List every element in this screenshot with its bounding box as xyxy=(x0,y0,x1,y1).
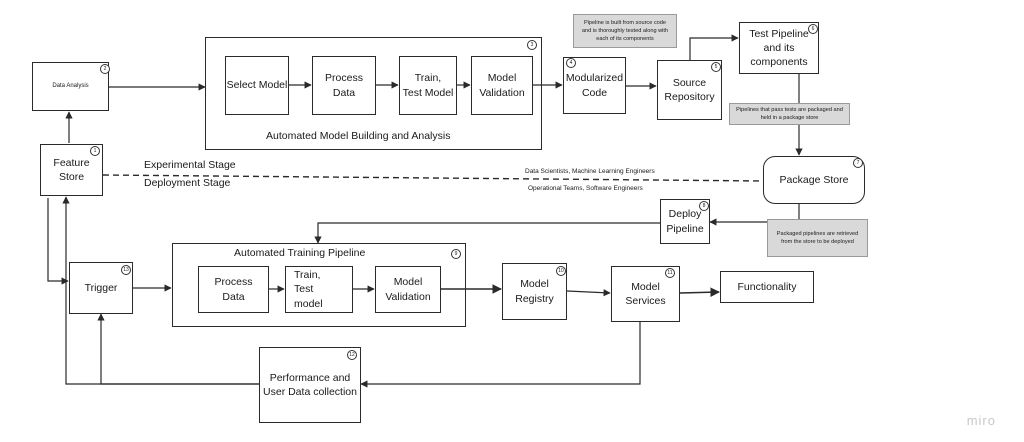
badge-performance: 12 xyxy=(347,350,357,360)
functionality-label: Functionality xyxy=(737,280,797,293)
experimental-roles-label: Data Scientists, Machine Learning Engine… xyxy=(525,168,655,175)
data-analysis-node: Data Analysis xyxy=(32,62,109,111)
process-data-bottom-label: Process Data xyxy=(214,276,253,303)
arrow-services-to-performance xyxy=(360,322,641,388)
test-pipeline-node: Test Pipeline and its components xyxy=(739,22,819,74)
badge-automated-training-pipeline: 9 xyxy=(451,249,461,259)
select-model-label: Select Model xyxy=(226,79,288,92)
stage-divider xyxy=(102,174,764,182)
arrow-registry-to-services xyxy=(566,289,611,297)
model-validation-bottom-label: Model Validation xyxy=(385,276,431,303)
package-store-label: Package Store xyxy=(779,173,849,186)
process-data-bottom-node: Process Data xyxy=(198,266,269,313)
package-store-node: Package Store xyxy=(763,156,865,204)
arrow-source-to-test xyxy=(689,34,739,60)
performance-label: Performance and User Data collection xyxy=(263,371,357,398)
feature-store-label: Feature Store xyxy=(53,156,90,183)
model-validation-top-node: Model Validation xyxy=(471,56,533,115)
train-test-bottom-node: Train, Test model xyxy=(285,266,353,313)
automated-model-building-group xyxy=(205,37,542,150)
automated-training-pipeline-group xyxy=(172,243,466,327)
automated-training-pipeline-label: Automated Training Pipeline xyxy=(234,247,366,259)
train-test-top-label: Train, Test Model xyxy=(402,72,454,99)
model-registry-label: Model Registry xyxy=(515,278,554,305)
badge-automated-model-building: 3 xyxy=(527,40,537,50)
automated-model-building-label: Automated Model Building and Analysis xyxy=(266,130,451,142)
performance-node: Performance and User Data collection xyxy=(259,347,361,423)
badge-model-registry: 10 xyxy=(556,266,566,276)
data-analysis-label: Data Analysis xyxy=(52,82,89,89)
badge-feature-store: 1 xyxy=(90,146,100,156)
model-services-label: Model Services xyxy=(625,280,666,307)
note-pipeline-built: Pipeline is built from source code and i… xyxy=(573,14,677,48)
badge-model-services: 11 xyxy=(665,268,675,278)
process-data-top-node: Process Data xyxy=(312,56,376,115)
note-pipelines-pass: Pipelines that pass tests are packaged a… xyxy=(729,103,850,125)
model-validation-bottom-node: Model Validation xyxy=(375,266,441,313)
arrow-featurestore-to-trigger xyxy=(47,198,69,285)
source-repository-label: Source Repository xyxy=(664,76,715,103)
deploy-pipeline-label: Deploy Pipeline xyxy=(666,208,704,235)
model-validation-top-label: Model Validation xyxy=(479,72,525,99)
badge-modularized-code: 4 xyxy=(566,58,576,68)
experimental-stage-label: Experimental Stage xyxy=(144,159,236,171)
note-packaged-retrieved: Packaged pipelines are retrieved from th… xyxy=(767,219,868,257)
arrow-deploy-to-training xyxy=(314,222,660,244)
badge-package-store: 7 xyxy=(853,158,863,168)
arrow-performance-to-featurestore xyxy=(62,196,259,385)
deploy-pipeline-node: Deploy Pipeline xyxy=(660,199,710,244)
train-test-top-node: Train, Test Model xyxy=(399,56,457,115)
arrow-services-to-functionality xyxy=(679,287,720,298)
badge-source-repository: 5 xyxy=(711,62,721,72)
badge-deploy-pipeline: 8 xyxy=(699,201,709,211)
trigger-label: Trigger xyxy=(84,281,118,294)
trigger-node: Trigger xyxy=(69,262,133,314)
functionality-node: Functionality xyxy=(720,271,814,303)
deployment-stage-label: Deployment Stage xyxy=(144,177,231,189)
select-model-node: Select Model xyxy=(225,56,289,115)
badge-data-analysis: 2 xyxy=(100,64,110,74)
badge-trigger: 13 xyxy=(121,265,131,275)
modularized-code-label: Modularized Code xyxy=(565,72,624,99)
test-pipeline-label: Test Pipeline and its components xyxy=(749,27,809,69)
feature-store-node: Feature Store xyxy=(40,144,103,196)
deployment-roles-label: Operational Teams, Software Engineers xyxy=(528,185,643,192)
badge-test-pipeline: 6 xyxy=(808,24,818,34)
miro-watermark: miro xyxy=(966,413,996,428)
train-test-bottom-label: Train, Test model xyxy=(294,269,323,310)
process-data-top-label: Process Data xyxy=(325,72,363,99)
